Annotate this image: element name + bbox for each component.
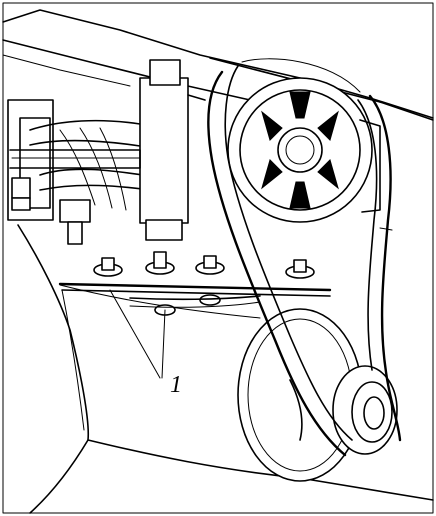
drive-belt (207, 58, 402, 457)
callout-leaders (109, 289, 166, 379)
upper-pulley (227, 77, 393, 231)
top-panel (2, 9, 434, 121)
callout-label-1: 1 (170, 372, 182, 398)
engine-block (7, 59, 206, 245)
mounting-rail (58, 282, 332, 308)
housing-body (17, 224, 434, 514)
mounting-bolts (93, 251, 315, 316)
